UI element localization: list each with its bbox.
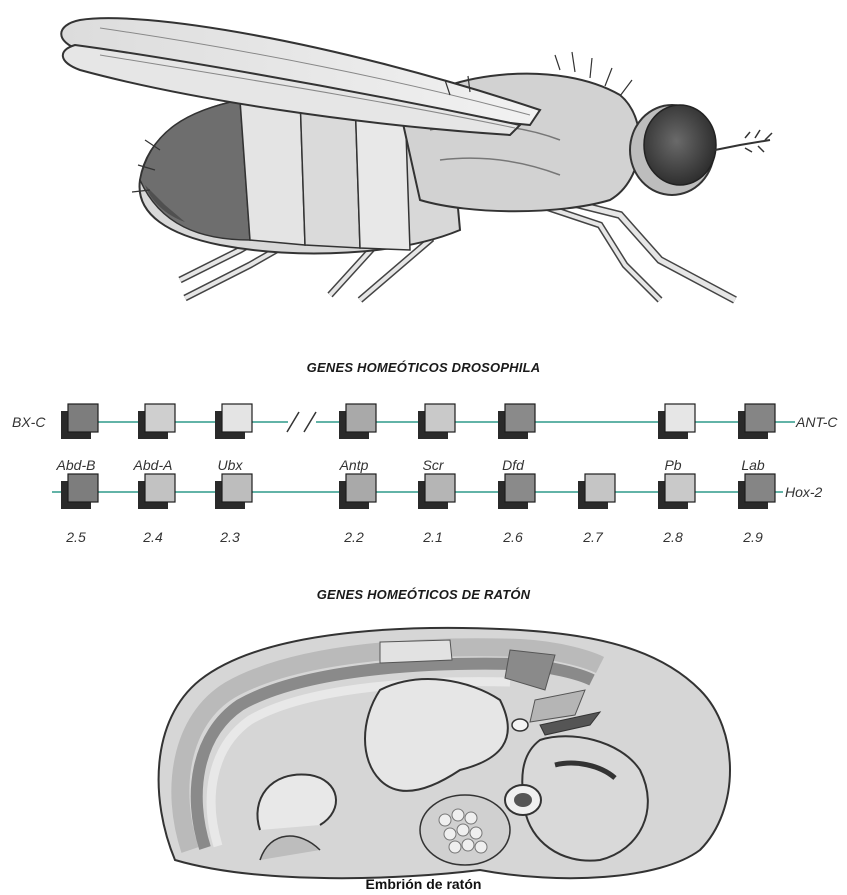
embryo-eye-icon — [505, 785, 541, 815]
mouse-gene-label: 2.4 — [142, 529, 163, 545]
fly-gene-label: Scr — [423, 457, 445, 473]
fly-gene-box — [658, 404, 695, 439]
bx-c-label: BX-C — [12, 414, 46, 430]
fly-gene-label: Ubx — [218, 457, 244, 473]
mouse-gene-box — [418, 474, 455, 509]
drosophila-illustration — [0, 0, 847, 320]
mouse-gene-label: 2.1 — [422, 529, 442, 545]
fly-gene-label: Antp — [339, 457, 369, 473]
mouse-gene-box — [138, 474, 175, 509]
fly-gene-box — [138, 404, 175, 439]
fly-gene-label: Abd-B — [56, 457, 96, 473]
mouse-gene-box — [498, 474, 535, 509]
fly-gene-label: Dfd — [502, 457, 525, 473]
fly-gene-label: Lab — [741, 457, 765, 473]
hox-2-label: Hox-2 — [785, 484, 823, 500]
mouse-gene-label: 2.3 — [219, 529, 240, 545]
mouse-gene-box — [658, 474, 695, 509]
mouse-gene-label: 2.8 — [662, 529, 683, 545]
mouse-gene-label: 2.5 — [65, 529, 86, 545]
drosophila-genes-title: GENES HOMEÓTICOS DROSOPHILA — [0, 360, 847, 375]
ant-c-label: ANT-C — [795, 414, 838, 430]
mouse-gene-box — [738, 474, 775, 509]
mouse-embryo-caption: Embrión de ratón — [0, 876, 847, 892]
fly-gene-label: Abd-A — [133, 457, 173, 473]
chromosome-break-icon — [287, 412, 316, 432]
mouse-gene-box — [61, 474, 98, 509]
mouse-gene-box — [578, 474, 615, 509]
mouse-gene-box — [339, 474, 376, 509]
mouse-gene-box — [215, 474, 252, 509]
fly-head — [630, 105, 772, 195]
mouse-gene-label: 2.9 — [742, 529, 763, 545]
mouse-gene-label: 2.2 — [343, 529, 364, 545]
fly-gene-box — [498, 404, 535, 439]
fly-gene-box — [738, 404, 775, 439]
fly-gene-label: Pb — [664, 457, 681, 473]
fly-gene-box — [418, 404, 455, 439]
fly-gene-box — [339, 404, 376, 439]
fly-gene-row: BX-C ANT-C Abd-B Abd-A Ubx Antp Scr Dfd Pb Lab — [12, 404, 838, 473]
mouse-gene-row: Hox-2 2.5 2.4 2.3 2.2 2.1 2.6 2.7 2.8 2.9 — [52, 474, 823, 545]
mouse-gene-label: 2.7 — [582, 529, 604, 545]
fly-gene-box — [61, 404, 98, 439]
mouse-gene-label: 2.6 — [502, 529, 523, 545]
mouse-genes-title: GENES HOMEÓTICOS DE RATÓN — [0, 587, 847, 602]
fly-gene-box — [215, 404, 252, 439]
